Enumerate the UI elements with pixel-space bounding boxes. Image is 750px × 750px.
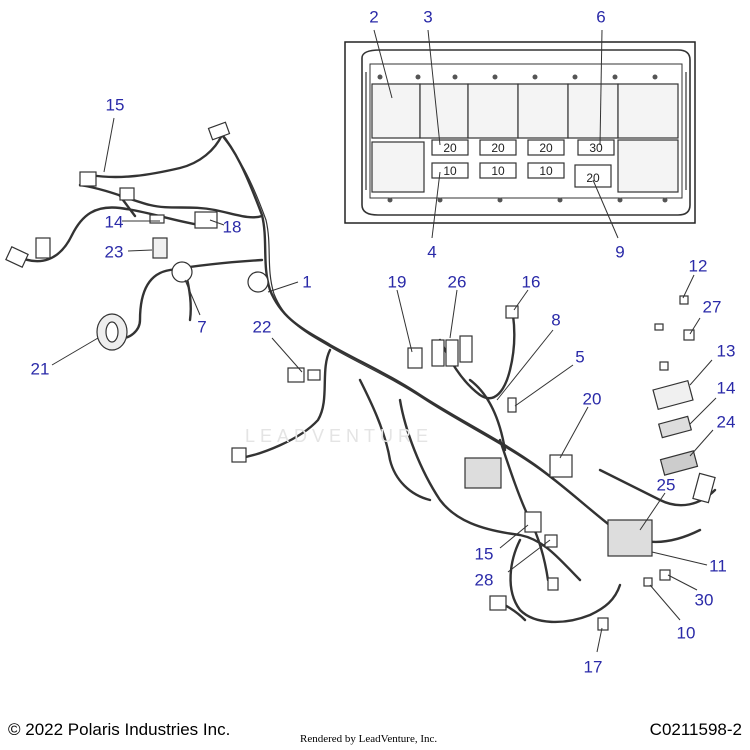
- leader-lines: [51, 117, 717, 653]
- callout-15[interactable]: 15: [474, 544, 494, 564]
- callout-29[interactable]: 28: [474, 570, 494, 590]
- callout-21[interactable]: 20: [582, 389, 602, 409]
- callout-26[interactable]: 25: [656, 475, 676, 495]
- callout-28[interactable]: 27: [702, 297, 722, 317]
- fuse-label-top-1: 20: [443, 141, 457, 155]
- part-number: C0211598-2: [649, 720, 742, 739]
- callout-27[interactable]: 26: [447, 272, 467, 292]
- main-harness: [13, 130, 717, 624]
- fuse-label-bottom-2: 10: [491, 164, 505, 178]
- callout-7[interactable]: 7: [197, 317, 207, 337]
- copyright-text: © 2022 Polaris Industries Inc.: [8, 720, 231, 739]
- callout-10[interactable]: 10: [676, 623, 696, 643]
- fuse-label-bottom-1: 10: [443, 164, 457, 178]
- callout-12[interactable]: 12: [688, 256, 708, 276]
- callout-17[interactable]: 16: [521, 272, 541, 292]
- callout-19[interactable]: 18: [222, 217, 242, 237]
- callout-20[interactable]: 19: [387, 272, 407, 292]
- callout-24[interactable]: 23: [104, 242, 124, 262]
- fuse-box-inset: [344, 29, 696, 239]
- callout-9[interactable]: 9: [615, 242, 625, 262]
- callout-13[interactable]: 13: [716, 341, 736, 361]
- callout-6[interactable]: 6: [596, 7, 606, 27]
- callout-11[interactable]: 11: [709, 556, 727, 576]
- fuse-labels: 20 20 20 30 10 10 10 20: [443, 141, 603, 185]
- callout-5[interactable]: 5: [575, 347, 585, 367]
- callout-14-right[interactable]: 14: [716, 378, 736, 398]
- callout-2[interactable]: 2: [369, 7, 379, 27]
- callout-4[interactable]: 4: [427, 242, 437, 262]
- fuse-label-top-3: 20: [539, 141, 553, 155]
- callout-3[interactable]: 3: [423, 7, 433, 27]
- callout-22[interactable]: 21: [30, 359, 50, 379]
- callout-16[interactable]: 15: [105, 95, 125, 115]
- fuse-label-top-4: 30: [589, 141, 603, 155]
- fuse-label-side: 20: [586, 171, 600, 185]
- fuse-label-top-2: 20: [491, 141, 505, 155]
- callout-25[interactable]: 24: [716, 412, 736, 432]
- callout-8[interactable]: 8: [551, 310, 561, 330]
- callout-30[interactable]: 30: [694, 590, 714, 610]
- rendered-by-text: Rendered by LeadVenture, Inc.: [300, 733, 438, 745]
- watermark: LEADVENTURE: [245, 426, 434, 446]
- callout-18[interactable]: 17: [583, 657, 603, 677]
- callout-1[interactable]: 1: [302, 272, 312, 292]
- connectors: [5, 121, 716, 631]
- callout-23[interactable]: 22: [252, 317, 272, 337]
- fuse-label-bottom-3: 10: [539, 164, 553, 178]
- callout-14-left[interactable]: 14: [104, 212, 124, 232]
